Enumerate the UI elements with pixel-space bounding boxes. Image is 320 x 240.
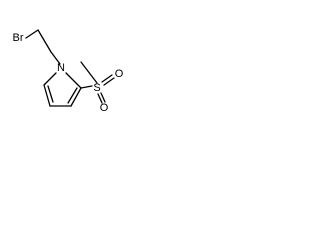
chemical-structure: Br N S O O	[13, 29, 124, 114]
sulfur-label: S	[93, 82, 100, 94]
bond-s-o-bottom-b	[100, 92, 106, 103]
bond-c4-c5-double	[47, 85, 54, 103]
bond-s-o-top-a	[101, 74, 113, 83]
bond-c4-c5	[43, 84, 51, 107]
bond-ch2-ch2	[37, 29, 52, 53]
bond-n-c2	[65, 72, 82, 89]
bond-ch2-n	[50, 51, 61, 65]
bond-s-o-bottom-a	[97, 93, 103, 104]
bond-br-ch2	[25, 29, 39, 39]
oxygen-bottom-label: O	[100, 102, 109, 114]
bond-s-ch3	[80, 61, 98, 84]
bond-lines	[25, 29, 115, 107]
atom-labels: Br N S O O	[13, 32, 124, 114]
oxygen-top-label: O	[115, 68, 124, 80]
nitrogen-label: N	[57, 62, 65, 74]
bond-c2-s	[80, 85, 93, 89]
bond-s-o-top-b	[103, 77, 115, 86]
bond-c2-c3-double	[67, 87, 78, 104]
bond-c5-n	[43, 72, 57, 86]
bromine-label: Br	[13, 32, 24, 44]
bond-c2-c3	[70, 87, 82, 107]
